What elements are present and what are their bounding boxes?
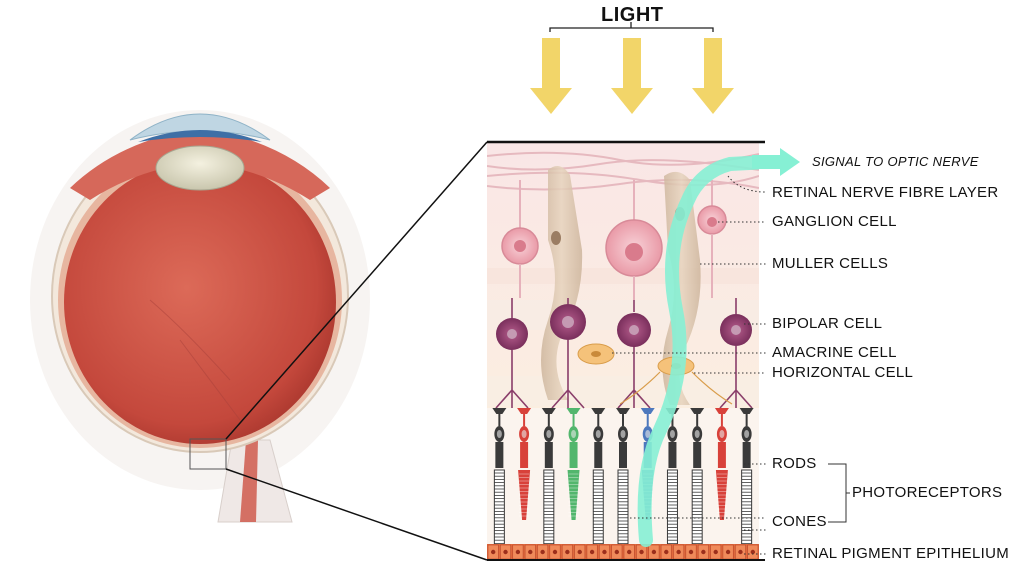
bipolar-cell — [617, 300, 651, 409]
eyeball — [30, 110, 370, 523]
leader-lines — [612, 175, 767, 555]
iris — [138, 130, 262, 142]
photoreceptors-label: PHOTORECEPTORS — [852, 484, 1003, 501]
cone-cell-red — [714, 408, 729, 520]
light-arrow — [692, 38, 734, 114]
cones-label: CONES — [772, 513, 827, 530]
retina-cross-section — [487, 142, 759, 560]
magnified-region-box — [189, 438, 227, 470]
nerve-fibre-layer — [487, 151, 759, 191]
rods-label: RODS — [772, 455, 817, 472]
light-title: LIGHT — [601, 4, 664, 26]
nerve-fibre-layer-label: RETINAL NERVE FIBRE LAYER — [772, 184, 999, 201]
bipolar-cells — [495, 298, 753, 409]
signal-arrow-head — [752, 148, 800, 176]
horizontal-cell-label: HORIZONTAL CELL — [772, 364, 914, 381]
amacrine-cell-label: AMACRINE CELL — [772, 344, 897, 361]
bipolar-cell — [495, 298, 529, 409]
light-arrow — [611, 38, 653, 114]
bipolar-cell — [550, 298, 586, 409]
light-arrows — [530, 22, 734, 114]
retinal-pigment-epithelium — [487, 544, 759, 560]
cone-cell-red — [517, 408, 532, 520]
signal-arrow — [637, 155, 759, 547]
cone-cell-green — [566, 408, 581, 520]
rpe-label: RETINAL PIGMENT EPITHELIUM — [772, 545, 1010, 562]
ganglion-cell-label: GANGLION CELL — [772, 213, 897, 230]
rod-cell — [492, 408, 507, 547]
ganglion-cells — [501, 180, 727, 300]
photoreceptors-bracket — [828, 463, 847, 523]
zoom-line-bottom — [225, 468, 488, 561]
vitreous-chamber — [64, 160, 336, 444]
bipolar-cell-label: BIPOLAR CELL — [772, 315, 883, 332]
zoom-line-top — [225, 141, 488, 440]
lens — [155, 145, 245, 191]
signal-to-optic-nerve-label: SIGNAL TO OPTIC NERVE — [812, 154, 979, 169]
photoreceptor-layer — [492, 408, 754, 547]
muller-cells-label: MULLER CELLS — [772, 255, 889, 272]
bipolar-cell — [719, 298, 753, 409]
light-bracket — [549, 27, 714, 32]
rod-cell — [739, 408, 754, 547]
rod-cell — [591, 408, 606, 547]
light-arrow — [530, 38, 572, 114]
